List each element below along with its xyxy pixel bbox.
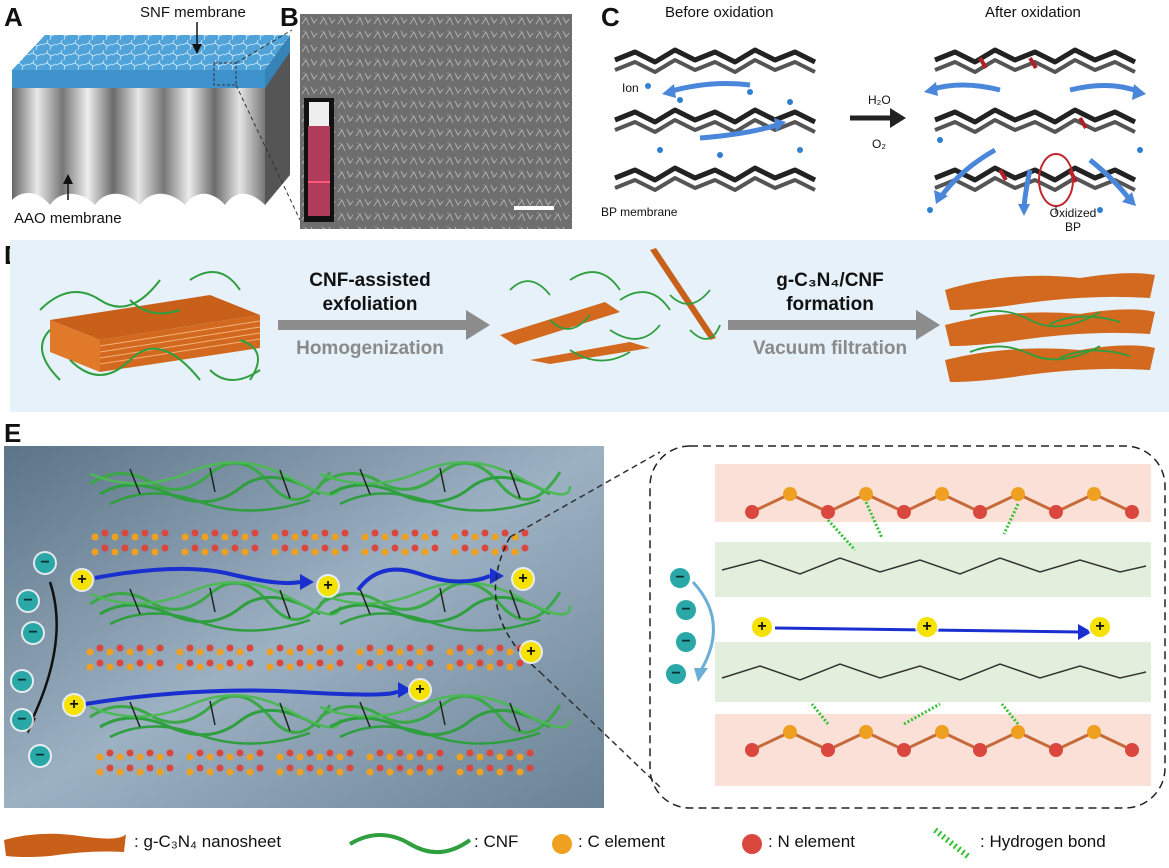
cation-marker: + <box>521 642 541 662</box>
exfoliation-process-diagram <box>39 248 1155 382</box>
legend-label-c: : C element <box>578 832 665 851</box>
cation-marker: + <box>410 680 430 700</box>
g-c3n4-cnf-composite <box>945 273 1155 382</box>
exfoliated-sheets <box>500 248 721 364</box>
anion-marker: − <box>30 746 50 766</box>
cation-marker: + <box>1090 617 1110 637</box>
cation-marker: + <box>64 695 84 715</box>
bp-membrane-label: BP membrane <box>601 205 678 219</box>
sem-image <box>300 14 572 229</box>
step1-title-line2: exfoliation <box>322 294 418 315</box>
step1-title-line1: CNF-assisted <box>309 270 431 291</box>
zoom-atoms <box>745 487 1139 757</box>
legend-n-atom-icon <box>742 834 762 854</box>
after-oxidation-label: After oxidation <box>985 4 1081 21</box>
ion-transport-diagram <box>4 445 1166 809</box>
panel-label-e: E <box>4 418 22 448</box>
anion-marker: − <box>35 553 55 573</box>
bulk-g-c3n4-stack <box>39 271 261 381</box>
legend-symbols <box>4 827 972 861</box>
legend-label-cnf: : CNF <box>474 832 519 851</box>
ion-label: Ion <box>622 81 639 95</box>
legend-cnf-icon <box>348 833 472 855</box>
step1-method: Homogenization <box>296 338 444 359</box>
cation-marker: + <box>513 569 533 589</box>
anion-marker: − <box>676 632 696 652</box>
legend-c-atom-icon <box>552 834 572 854</box>
anion-marker: − <box>12 710 32 730</box>
anion-marker: − <box>670 568 690 588</box>
bp-membrane-oxidation-diagram <box>600 20 1146 216</box>
cation-marker: + <box>318 576 338 596</box>
anion-marker: − <box>676 600 696 620</box>
panel-label-c: C <box>601 2 620 32</box>
panel-label-b: B <box>280 2 299 32</box>
cation-marker: + <box>72 570 92 590</box>
reagent-h2o-label: H₂O <box>868 93 891 107</box>
aao-snf-membrane-illustration <box>12 22 300 221</box>
legend-sheet-icon <box>4 833 126 857</box>
anion-marker: − <box>12 671 32 691</box>
step2-method: Vacuum filtration <box>752 338 908 359</box>
panel-label-a: A <box>4 2 23 32</box>
oxidized-bp-label: BP <box>1064 220 1081 234</box>
legend-hbond-icon <box>933 827 972 861</box>
cation-marker: + <box>917 617 937 637</box>
step2-title-line2: formation <box>786 294 874 315</box>
snf-membrane-label: SNF membrane <box>140 4 246 21</box>
legend-label-n: : N element <box>768 832 855 851</box>
legend-label-sheet: : g-C₃N₄ nanosheet <box>134 832 282 851</box>
aao-membrane-label: AAO membrane <box>14 210 122 227</box>
scale-bar <box>514 206 554 210</box>
anion-marker: − <box>18 591 38 611</box>
before-oxidation-label: Before oxidation <box>665 4 774 21</box>
legend-label-hbond: : Hydrogen bond <box>980 832 1106 851</box>
step2-title-line1: g-C₃N₄/CNF <box>776 270 884 291</box>
cation-marker: + <box>752 617 772 637</box>
anion-marker: − <box>23 623 43 643</box>
reagent-o2-label: O₂ <box>872 137 886 151</box>
oxidized-label: Oxidized <box>1049 206 1097 220</box>
anion-marker: − <box>666 664 686 684</box>
